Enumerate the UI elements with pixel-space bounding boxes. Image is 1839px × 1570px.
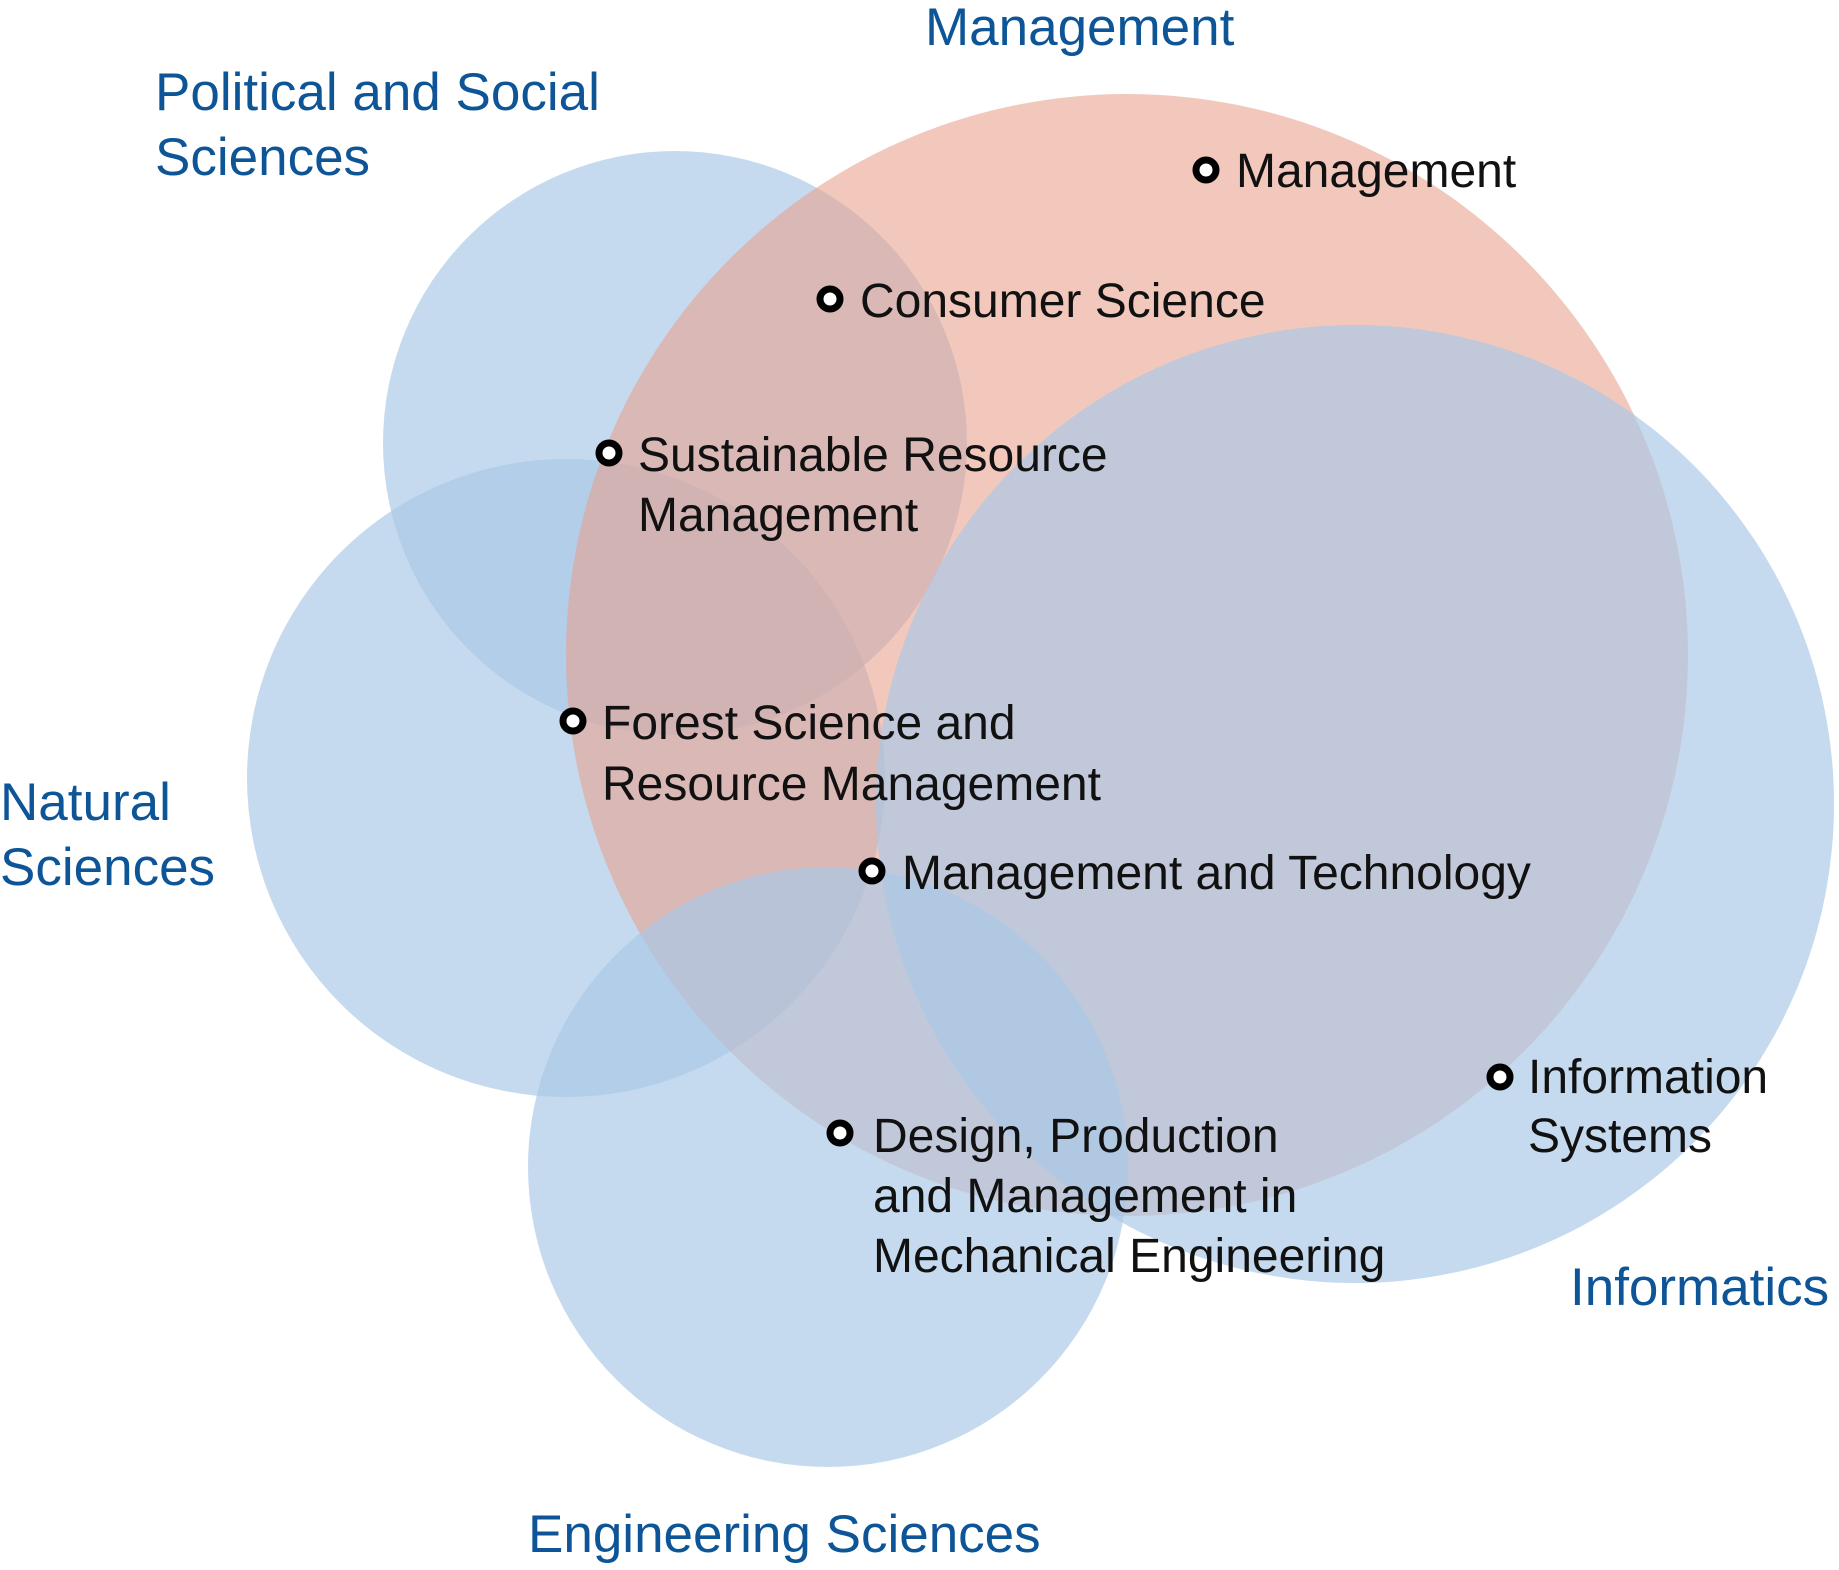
field-label-management: Management <box>925 0 1235 57</box>
program-marker <box>826 1119 854 1147</box>
program-label-design-production-management: Design, Production and Management in Mec… <box>873 1110 1385 1283</box>
program-management: Management <box>1192 145 1516 198</box>
program-label-information-systems: Information Systems <box>1528 1051 1781 1163</box>
field-circles <box>247 94 1834 1467</box>
program-management-and-technology: Management and Technology <box>858 847 1531 900</box>
program-design-production-management: Design, Production and Management in Mec… <box>826 1110 1385 1283</box>
program-information-systems: Information Systems <box>1486 1051 1781 1163</box>
field-label-natural-sciences: Natural Sciences <box>0 773 215 897</box>
program-marker <box>1486 1063 1514 1091</box>
program-marker <box>595 439 623 467</box>
program-marker <box>559 707 587 735</box>
program-forest-science-resource-management: Forest Science and Resource Management <box>559 697 1101 811</box>
field-label-political-social-sciences: Political and Social Sciences <box>155 63 615 187</box>
program-label-consumer-science: Consumer Science <box>860 275 1266 328</box>
field-label-informatics: Informatics <box>1570 1258 1829 1317</box>
program-label-management-and-technology: Management and Technology <box>902 847 1531 900</box>
program-marker <box>1192 156 1220 184</box>
informatics-circle <box>876 325 1834 1283</box>
programs: Management Consumer Science Sustainable … <box>559 145 1781 1283</box>
program-sustainable-resource-management: Sustainable Resource Management <box>595 429 1121 542</box>
program-label-sustainable-resource-management: Sustainable Resource Management <box>638 429 1121 542</box>
program-label-forest-science-resource-management: Forest Science and Resource Management <box>602 697 1101 811</box>
program-consumer-science: Consumer Science <box>816 275 1266 328</box>
program-marker <box>816 285 844 313</box>
program-marker <box>858 857 886 885</box>
field-label-engineering-sciences: Engineering Sciences <box>528 1505 1041 1564</box>
program-label-management: Management <box>1236 145 1516 198</box>
engineering-sciences-circle <box>528 867 1128 1467</box>
